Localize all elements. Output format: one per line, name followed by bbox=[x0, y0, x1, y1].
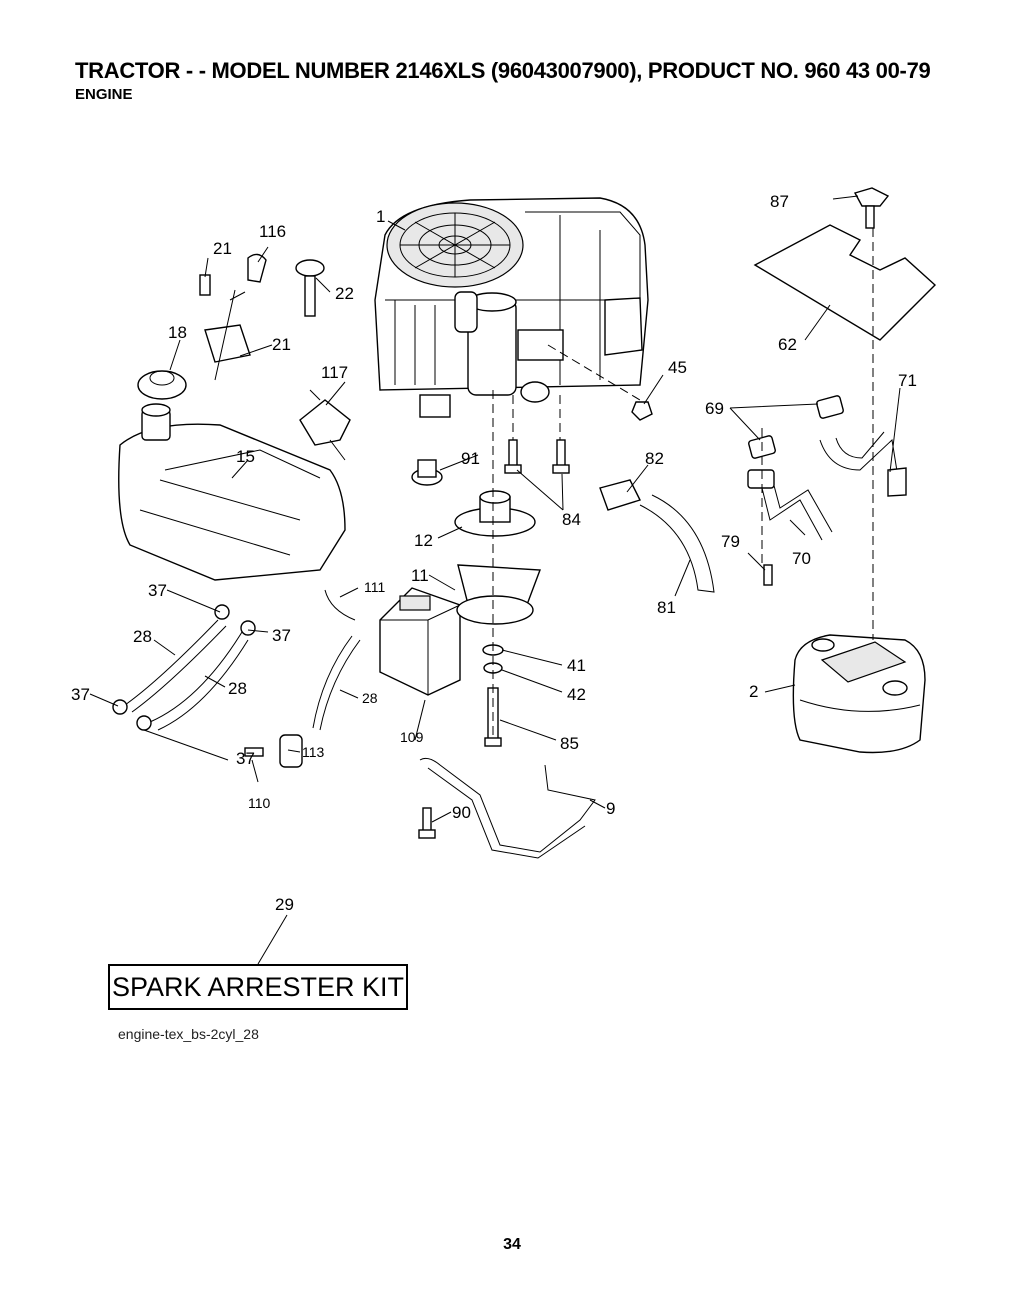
part-label-71: 71 bbox=[898, 371, 917, 390]
part-label-28-left: 28 bbox=[133, 627, 152, 646]
oil-drain-hose-illustration bbox=[599, 479, 715, 593]
page-subtitle: ENGINE bbox=[75, 86, 133, 103]
part-label-91: 91 bbox=[461, 449, 480, 468]
part-label-37-top: 37 bbox=[148, 581, 167, 600]
page-number: 34 bbox=[503, 1236, 521, 1253]
spark-arrester-kit-label: SPARK ARRESTER KIT bbox=[111, 971, 405, 1002]
part-label-28-mid: 28 bbox=[228, 679, 247, 698]
leader-lines bbox=[89, 195, 901, 965]
part-label-116: 116 bbox=[259, 222, 286, 241]
part-label-41: 41 bbox=[567, 656, 586, 675]
pto-clutch-illustration bbox=[454, 490, 541, 747]
part-label-45: 45 bbox=[668, 358, 687, 377]
part-label-42: 42 bbox=[567, 685, 586, 704]
spark-arrester-kit-box: SPARK ARRESTER KIT bbox=[108, 964, 408, 1010]
page-title: TRACTOR - - MODEL NUMBER 2146XLS (960430… bbox=[75, 58, 931, 83]
part-label-62: 62 bbox=[778, 335, 797, 354]
heat-shield-illustration bbox=[753, 187, 937, 341]
part-label-2: 2 bbox=[749, 682, 758, 701]
part-label-117: 117 bbox=[321, 363, 348, 382]
throttle-bracket-illustration bbox=[199, 253, 325, 381]
part-label-1: 1 bbox=[376, 207, 385, 226]
part-label-70: 70 bbox=[792, 549, 811, 568]
muffler-illustration bbox=[792, 634, 926, 754]
part-label-69: 69 bbox=[705, 399, 724, 418]
part-label-22: 22 bbox=[335, 284, 354, 303]
part-label-21-bottom: 21 bbox=[272, 335, 291, 354]
part-label-85: 85 bbox=[560, 734, 579, 753]
part-label-15: 15 bbox=[236, 447, 255, 466]
module-box-illustration bbox=[379, 587, 461, 696]
fuel-tank-illustration bbox=[118, 370, 346, 581]
part-label-113: 113 bbox=[302, 744, 325, 760]
part-label-37-bottom: 37 bbox=[236, 749, 255, 768]
part-label-9: 9 bbox=[606, 799, 615, 818]
part-label-79: 79 bbox=[721, 532, 740, 551]
fuel-hoses-illustration bbox=[112, 589, 361, 731]
part-label-81: 81 bbox=[657, 598, 676, 617]
part-label-110: 110 bbox=[248, 795, 271, 811]
engine-illustration bbox=[374, 197, 649, 418]
diagram-reference-code: engine-tex_bs-2cyl_28 bbox=[118, 1026, 259, 1042]
part-label-90: 90 bbox=[452, 803, 471, 822]
part-label-84: 84 bbox=[562, 510, 581, 529]
part-label-87: 87 bbox=[770, 192, 789, 211]
bracket-illustration bbox=[418, 757, 596, 859]
part-label-12: 12 bbox=[414, 531, 433, 550]
part-label-11: 11 bbox=[411, 566, 429, 585]
part-label-109: 109 bbox=[400, 729, 424, 745]
part-label-82: 82 bbox=[645, 449, 664, 468]
part-label-37-left: 37 bbox=[71, 685, 90, 704]
part-label-18: 18 bbox=[168, 323, 187, 342]
exhaust-pipes-illustration bbox=[747, 395, 907, 586]
part-label-29: 29 bbox=[275, 895, 294, 914]
mounting-hardware-illustration bbox=[411, 401, 653, 486]
part-label-21-top: 21 bbox=[213, 239, 232, 258]
part-label-37-right: 37 bbox=[272, 626, 291, 645]
fuel-valve-illustration bbox=[299, 389, 351, 461]
part-label-111: 111 bbox=[364, 579, 385, 595]
part-label-28-right: 28 bbox=[362, 690, 378, 706]
